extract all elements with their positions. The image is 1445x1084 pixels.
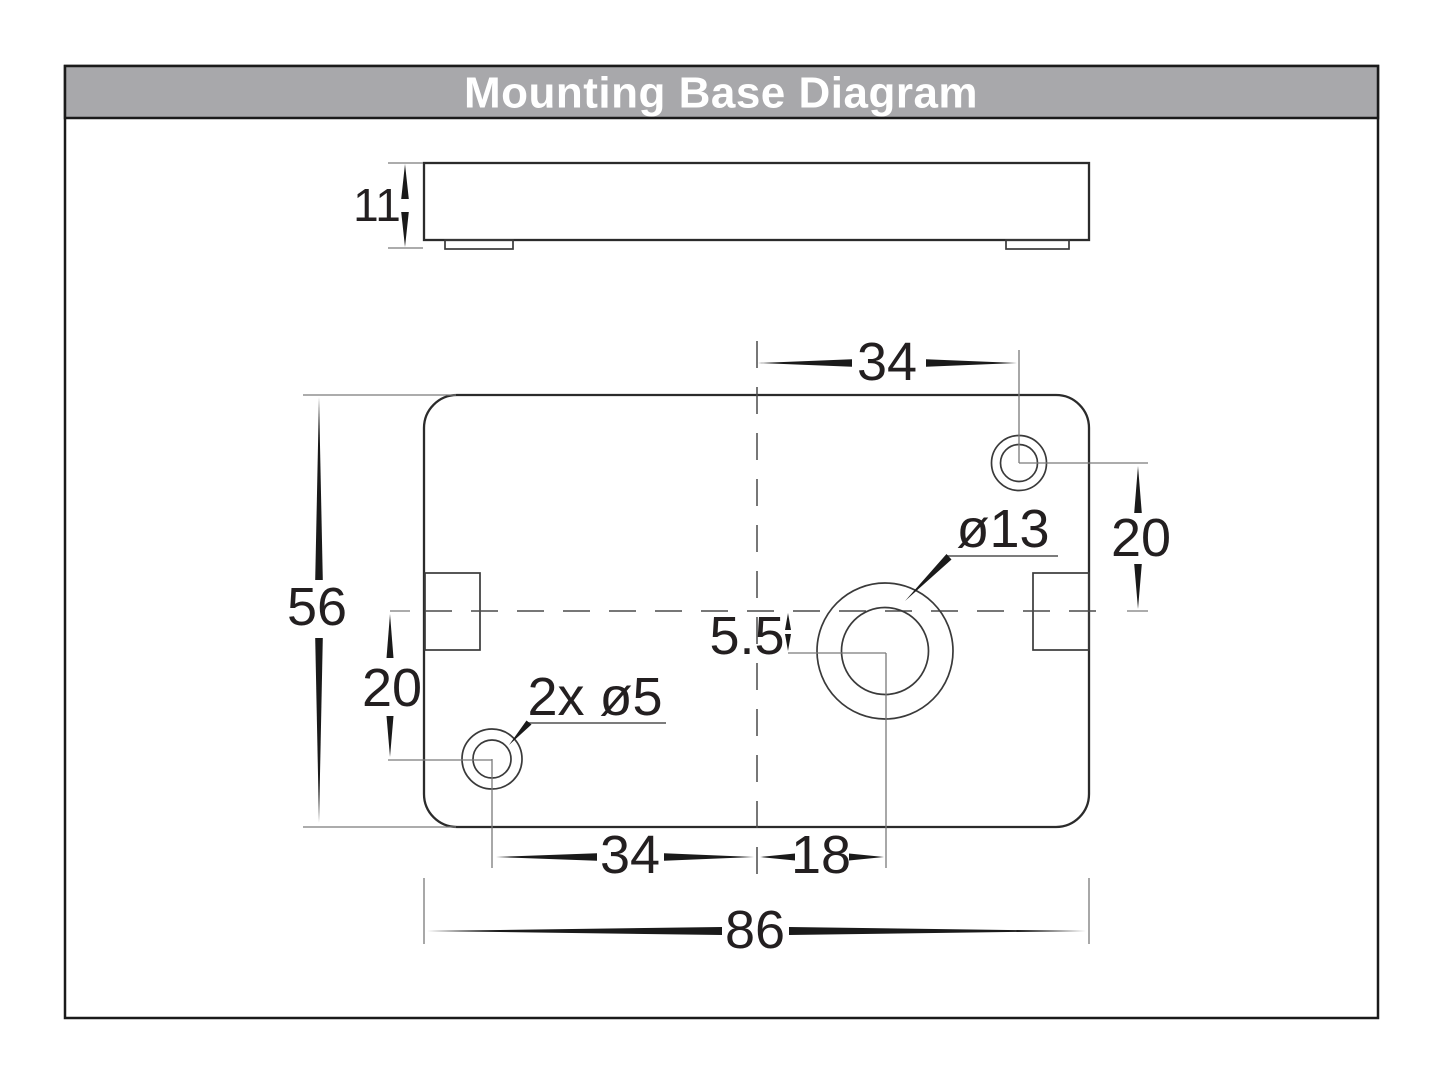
dimension-arrow-up bbox=[1134, 466, 1142, 513]
dimension-arrow-left bbox=[758, 359, 852, 367]
large-hole-outer bbox=[816, 582, 954, 720]
dimension-arrow-right bbox=[926, 359, 1017, 367]
dimension-arrow-up bbox=[401, 164, 409, 199]
page-title: Mounting Base Diagram bbox=[464, 69, 978, 118]
leader-arrow bbox=[905, 554, 952, 601]
dimension-arrow-up bbox=[386, 614, 394, 658]
plan-view: 34 20 56 20 5.5 34 18 86 2x ø bbox=[287, 332, 1171, 960]
dimension-arrow-down bbox=[401, 212, 409, 247]
dimension-arrow-right bbox=[789, 927, 1086, 935]
dimension-arrow-up bbox=[785, 613, 791, 630]
dimension-thickness: 11 bbox=[353, 179, 401, 231]
label-large-hole: ø13 bbox=[956, 499, 1049, 559]
dimension-arrow-down bbox=[785, 634, 791, 651]
dimension-body-height: 56 bbox=[287, 577, 347, 637]
dimension-arrow-down bbox=[386, 716, 394, 757]
dimension-arrow-left bbox=[496, 853, 597, 861]
small-hole-callout: 2x ø5 bbox=[509, 667, 666, 745]
dimension-arrow-left bbox=[427, 927, 722, 935]
dimension-arrow-left bbox=[760, 853, 795, 861]
dimension-right-hole-offset: 20 bbox=[1111, 508, 1171, 568]
label-small-holes: 2x ø5 bbox=[527, 667, 662, 727]
dimension-arrow-down bbox=[1134, 564, 1142, 609]
leader-arrow bbox=[509, 720, 532, 745]
dimension-arrow-right bbox=[849, 853, 884, 861]
dimension-body-width: 86 bbox=[725, 900, 785, 960]
title-bar-background bbox=[63, 64, 1380, 120]
dimension-arrow-right bbox=[664, 853, 754, 861]
dimension-left-hole-offset: 20 bbox=[362, 658, 422, 718]
dimension-arrow-up bbox=[315, 397, 323, 580]
side-view-body-outline bbox=[422, 161, 1091, 242]
side-view: 11 bbox=[353, 161, 1091, 250]
side-view-left-foot bbox=[444, 239, 514, 250]
dimension-large-hole-to-center: 18 bbox=[791, 825, 851, 885]
drawing-frame bbox=[63, 64, 1380, 1020]
side-view-right-foot bbox=[1005, 239, 1070, 250]
dimension-large-hole-offset: 5.5 bbox=[709, 606, 784, 666]
dimension-bottom-hole-spacing: 34 bbox=[600, 825, 660, 885]
title-bar: Mounting Base Diagram bbox=[63, 64, 1380, 120]
dimension-arrow-down bbox=[315, 638, 323, 823]
dimension-top-hole-spacing: 34 bbox=[857, 332, 917, 392]
large-hole-inner bbox=[840, 606, 930, 696]
large-hole-callout: ø13 bbox=[905, 499, 1058, 601]
